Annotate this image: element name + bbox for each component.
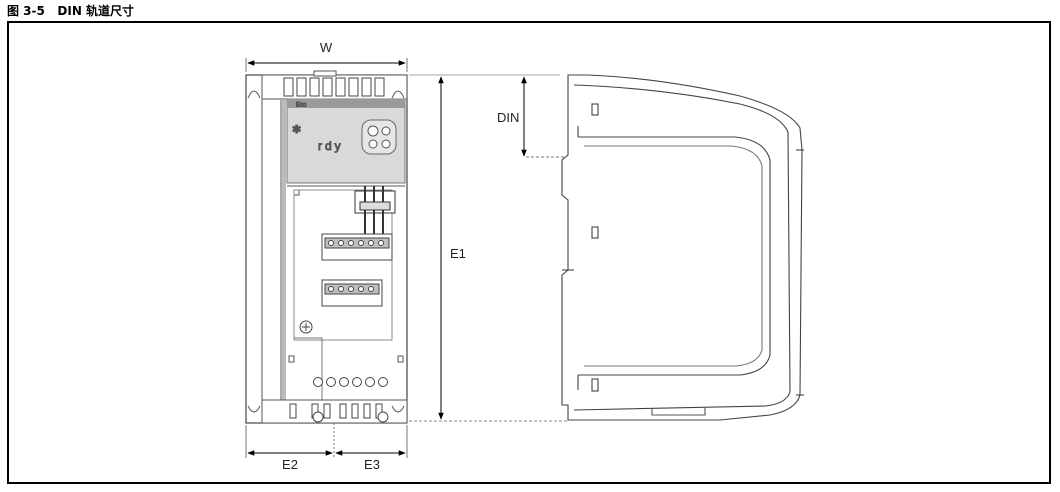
panel-brand-label: Eco [296,103,307,109]
figure-frame [7,21,1051,484]
height-label: E1 [450,246,466,261]
display-panel [286,98,406,184]
dimension-lines [245,58,568,458]
e3-label: E3 [364,457,380,472]
keypad-area [361,119,397,155]
power-terminal-block [354,186,396,236]
front-view: Eco ✱ rdy [245,70,408,424]
side-slot-middle [591,226,599,239]
side-recess-outline [578,136,771,376]
side-profile-outer [561,74,803,421]
e2-label: E2 [282,457,298,472]
keypad-button-icon [367,125,379,137]
side-profile-inner [573,84,791,411]
figure-caption: 图 3-5 DIN 轨道尺寸 [7,4,135,18]
top-vent-slots [283,77,385,97]
output-terminal-screws [313,377,388,387]
side-slot-bottom [591,378,599,392]
panel-status-text: rdy [318,139,344,153]
control-connector-lower [321,279,383,307]
width-label: W [320,40,333,55]
side-slot-top [591,103,599,116]
keypad-star-icon: ✱ [292,124,301,136]
din-label: DIN [497,110,519,125]
side-view [561,74,804,421]
control-connector-upper [321,233,393,261]
panel-header-bar [287,99,405,108]
